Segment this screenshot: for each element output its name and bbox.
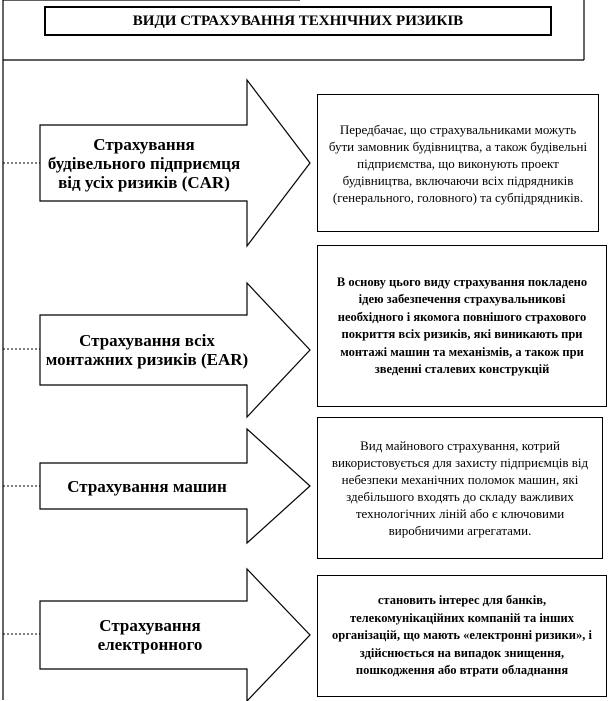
arrow-label-machines: Страхування машин (67, 476, 227, 496)
arrow-label-electronic: Страхування електронного (97, 616, 203, 654)
description-machines: Вид майнового страхування, котрий викори… (317, 417, 603, 559)
arrow-shape-3 (39, 427, 311, 545)
diagram-title: ВИДИ СТРАХУВАННЯ ТЕХНІЧНИХ РИЗИКІВ (44, 6, 552, 36)
arrow-shape-4 (39, 567, 311, 701)
arrow-shape-2 (39, 281, 311, 419)
arrow-label-car: Страхування будівельного підприємця від … (47, 134, 241, 192)
description-car: Передбачає, що страхувальниками можуть б… (317, 94, 599, 232)
arrow-label-ear: Страхування всіх монтажних ризиків (EAR) (45, 331, 249, 369)
arrow-shape-1 (39, 78, 311, 248)
description-electronic: становить інтерес для банків, телекомуні… (317, 575, 607, 697)
main-connector (2, 0, 300, 60)
description-ear: В основу цього виду страхування покладен… (317, 245, 607, 407)
